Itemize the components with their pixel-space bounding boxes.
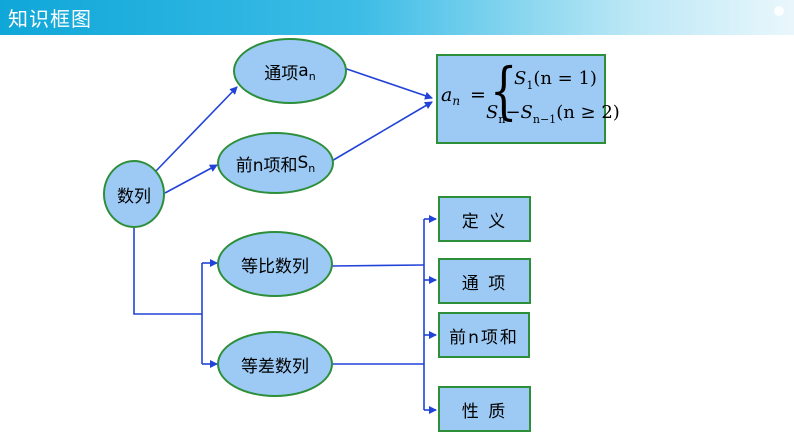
formula-brace: {	[489, 54, 518, 127]
node-sequence: 数列	[103, 160, 165, 228]
formula-case1-var: S	[514, 68, 527, 89]
node-general-term-sub: n	[308, 69, 316, 83]
topic-definition-label: 定 义	[461, 211, 508, 232]
formula-case-2: Sn−Sn−1(n ≥ 2)	[486, 102, 620, 126]
header-dot-icon	[774, 6, 784, 16]
topic-property-label: 性 质	[461, 401, 508, 422]
topic-partial-sum: 前n项和	[438, 312, 530, 358]
formula-case2-minus: −	[505, 102, 521, 123]
formula-case2-sub1: n	[498, 113, 506, 126]
node-arithmetic-label: 等差数列	[241, 356, 309, 377]
formula-lhs: an	[441, 84, 461, 108]
formula-case-1: S1(n = 1)	[514, 68, 597, 92]
node-geometric: 等比数列	[217, 231, 333, 297]
formula-case2-cond: (n ≥ 2)	[556, 102, 620, 123]
arrow-sequence-to-partial-sum	[164, 164, 218, 194]
arrow-general-term-to-formula	[337, 65, 433, 100]
formula-lhs-sub: n	[452, 94, 461, 108]
node-arithmetic: 等差数列	[217, 331, 333, 397]
topic-general-term: 通 项	[438, 258, 531, 304]
line-geometric-to-topics	[331, 264, 425, 267]
node-geometric-label: 等比数列	[241, 256, 309, 277]
node-sequence-label: 数列	[117, 186, 151, 207]
formula-equals: =	[470, 84, 486, 106]
formula-box: an = { S1(n = 1) Sn−Sn−1(n ≥ 2)	[436, 54, 620, 144]
formula-case1-sub: 1	[526, 79, 534, 92]
topic-partial-sum-label: 前n项和	[449, 327, 519, 348]
arrow-sequence-to-general-term	[154, 86, 238, 173]
node-partial-sum-var: S	[297, 153, 309, 173]
header-title: 知识框图	[8, 7, 92, 31]
formula-lhs-var: a	[441, 84, 453, 106]
formula-case2-var2: S	[520, 102, 533, 123]
formula-case2-sub2: n−1	[532, 113, 557, 126]
arrow-partial-sum-to-formula	[329, 101, 433, 163]
header-bar: 知识框图	[0, 0, 794, 35]
node-partial-sum-sub: n	[308, 161, 316, 175]
node-partial-sum-label: 前n项和	[235, 155, 298, 176]
topic-general-term-label: 通 项	[461, 273, 508, 294]
formula-case2-var1: S	[486, 102, 499, 123]
topic-property: 性 质	[438, 386, 531, 432]
node-general-term-label: 通项	[264, 63, 299, 84]
formula-case1-cond: (n = 1)	[533, 68, 597, 89]
node-general-term-var: a	[298, 61, 309, 81]
topic-definition: 定 义	[438, 196, 531, 242]
line-sequence-to-branch	[133, 228, 202, 315]
